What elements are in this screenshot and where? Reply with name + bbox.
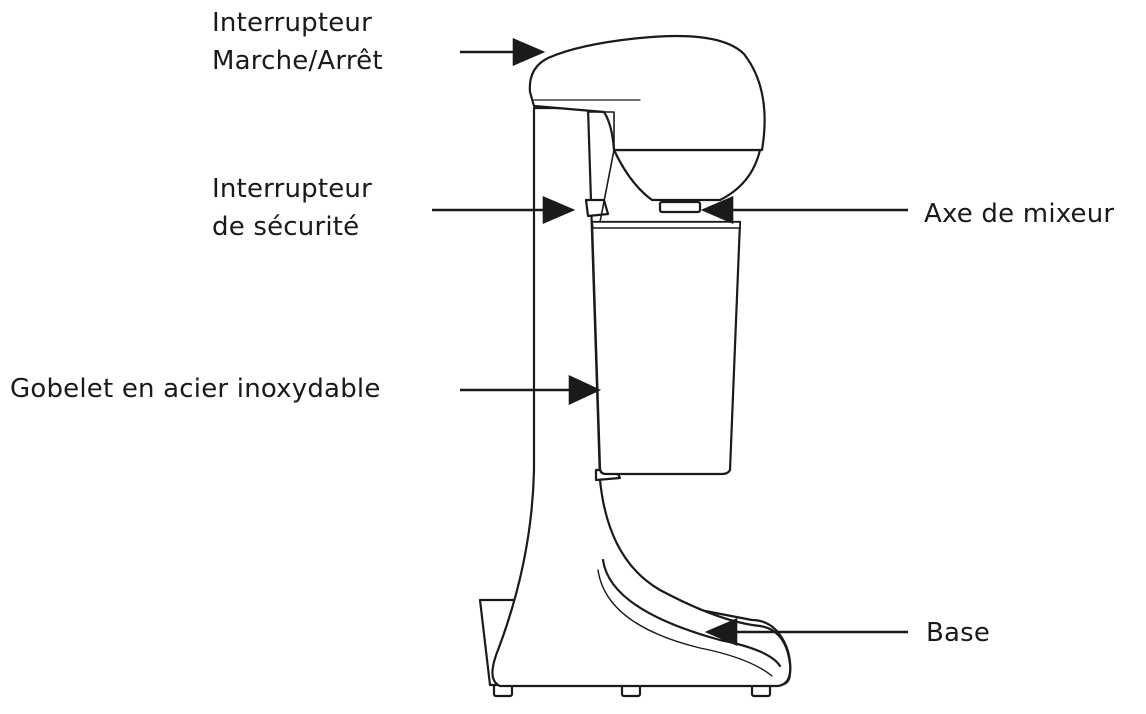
base-curve-line xyxy=(601,558,782,668)
label-safety-switch-line1: Interrupteur xyxy=(212,174,372,204)
label-on-off-switch: Interrupteur Marche/Arrêt xyxy=(212,4,383,80)
stainless-cup xyxy=(590,220,742,476)
label-base: Base xyxy=(926,618,991,648)
arrowhead-onoff xyxy=(512,38,546,66)
cup-rim xyxy=(591,221,741,229)
label-safety-switch: Interrupteur de sécurité xyxy=(212,170,372,246)
stand-column xyxy=(491,106,792,688)
mixer-shaft-collar xyxy=(658,200,702,214)
arrowhead-base xyxy=(704,618,738,646)
base-curve-line-2 xyxy=(597,569,773,677)
arrowhead-shaft xyxy=(700,196,734,224)
column-front-face xyxy=(587,111,615,223)
motor-head-lower xyxy=(612,148,762,202)
arrowhead-safety xyxy=(542,196,576,224)
label-on-off-switch-line1: Interrupteur xyxy=(212,8,372,38)
label-mixer-shaft: Axe de mixeur xyxy=(924,199,1115,229)
label-stainless-cup: Gobelet en acier inoxydable xyxy=(10,374,381,404)
label-on-off-switch-line2: Marche/Arrêt xyxy=(212,46,383,76)
label-safety-switch-line2: de sécurité xyxy=(212,212,360,242)
safety-switch-nub xyxy=(584,198,610,218)
arrowhead-cup xyxy=(568,374,602,406)
